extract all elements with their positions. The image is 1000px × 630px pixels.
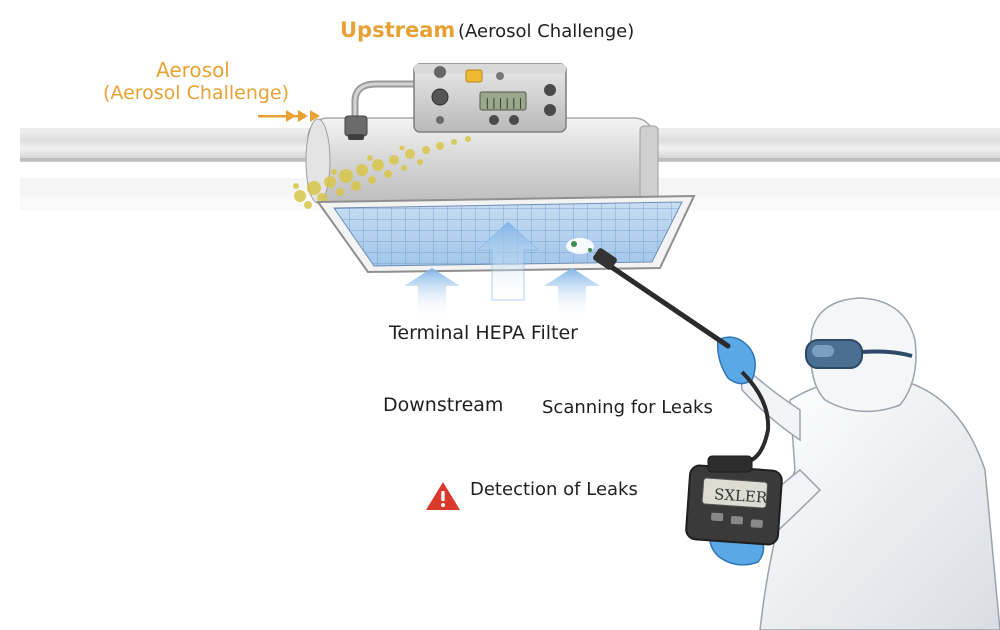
aerosol-particles <box>293 136 471 209</box>
airflow-arrow-left <box>404 268 460 318</box>
aerosol-inlet-arrows <box>258 110 320 122</box>
airflow-arrow-center <box>476 221 540 301</box>
scanning-probe <box>593 248 771 464</box>
detection-of-leaks-label: Detection of Leaks <box>470 479 638 500</box>
upstream-label: Upstream <box>340 18 456 42</box>
warning-triangle-icon <box>426 482 460 510</box>
upstream-aerosol-challenge-label: (Aerosol Challenge) <box>458 21 635 42</box>
downstream-label: Downstream <box>383 394 504 416</box>
leak-spot <box>566 238 594 254</box>
terminal-hepa-filter-label: Terminal HEPA Filter <box>389 322 578 344</box>
meter-display-text: SXLER <box>713 485 768 507</box>
aerosol-label: Aerosol <box>156 58 230 82</box>
handheld-photometer <box>685 455 783 546</box>
duct-housing <box>305 117 659 205</box>
scanning-for-leaks-label: Scanning for Leaks <box>542 397 713 418</box>
svg-text:||||||: |||||| <box>484 96 524 109</box>
aerosol-generator: |||||| <box>413 63 567 133</box>
aerosol-challenge-label: (Aerosol Challenge) <box>103 82 290 104</box>
airflow-arrows <box>404 221 600 318</box>
airflow-arrow-right <box>544 268 600 318</box>
technician <box>709 297 1000 630</box>
aerosol-nozzle <box>344 80 434 140</box>
